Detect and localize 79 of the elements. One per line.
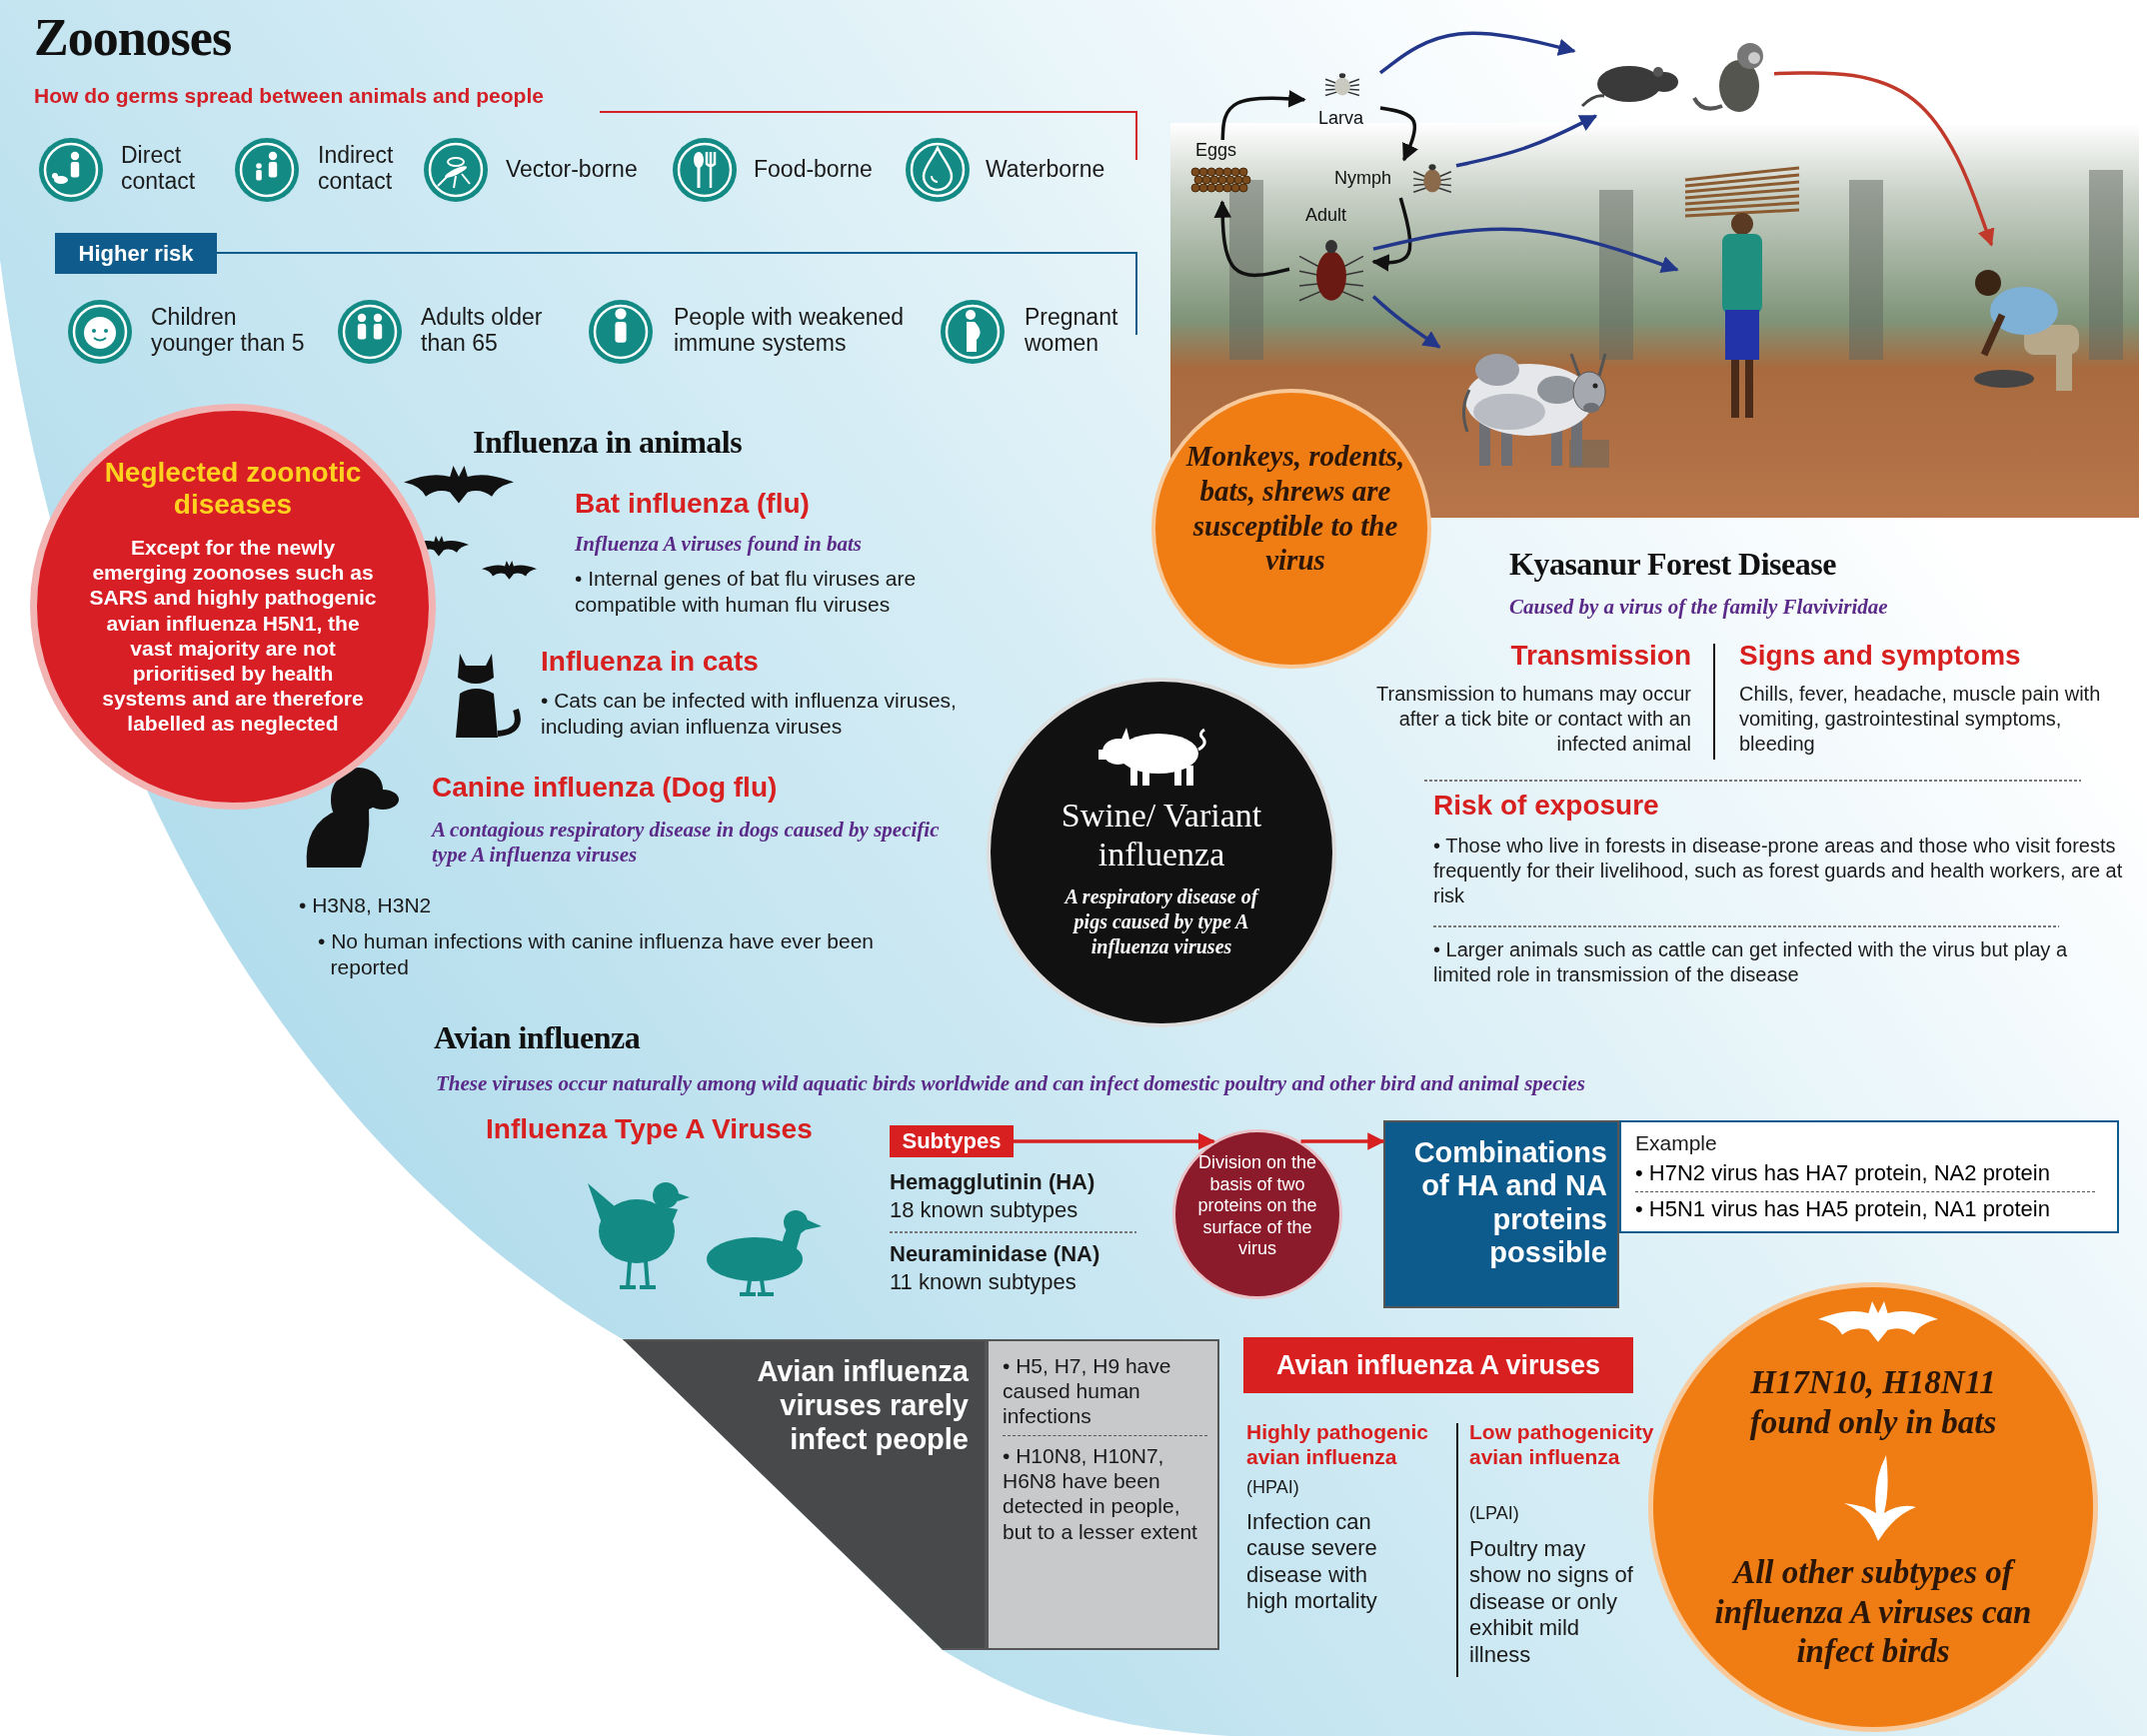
info-panel [987, 1339, 1219, 1650]
body-text: (LPAI) [1469, 1503, 1519, 1524]
subheading: Influenza Type A Viruses [486, 1113, 813, 1145]
list-item: • H5, H7, H9 have caused human infections [1003, 1353, 1172, 1429]
body-text: Transmission to humans may occur after a tick bite or contact with an infected animal [1376, 682, 1691, 757]
body-text: • Internal genes of bat flu viruses are compatible with human flu viruses [575, 566, 918, 619]
stage-label: Eggs [1195, 140, 1237, 161]
stage-label: Nymph [1334, 168, 1391, 189]
icon-caption: Food-borne [754, 156, 873, 183]
body-text: Hemagglutinin (HA) [890, 1169, 1095, 1195]
arrow [1773, 71, 1995, 247]
section-heading: Kyasanur Forest Disease [1509, 546, 1836, 583]
icon-caption: People with weakened immune systems [674, 304, 906, 357]
subtitle: How do germs spread between animals and people [34, 84, 544, 108]
arrow [1220, 90, 1306, 141]
body-text: • H3N8, H3N2 [299, 892, 432, 918]
arrow [1372, 227, 1679, 273]
example-panel [1619, 1120, 2119, 1233]
arrow [1378, 31, 1576, 75]
arrow [1379, 106, 1419, 162]
list-item: • H10N8, H10N7, H6N8 have been detected in people, but to a lesser extent [1003, 1443, 1198, 1544]
section-heading: Influenza in animals [473, 424, 743, 461]
panel-text: Avian influenza viruses rarely infect people [756, 1355, 969, 1457]
title: Zoonoses [34, 8, 232, 67]
body-text: Chills, fever, headache, muscle pain with vomiting, gastrointestinal symptoms, bleeding [1739, 682, 2102, 757]
body-text: • Cats can be infected with influenza viruses, including avian influenza viruses [541, 688, 958, 741]
section-tag: Higher risk [55, 233, 217, 274]
body-text: Neuraminidase (NA) [890, 1241, 1100, 1267]
subheading: Signs and symptoms [1739, 640, 2021, 672]
panel-heading: Example [1635, 1130, 1718, 1156]
arrow [1300, 1132, 1385, 1150]
arrow [1371, 295, 1441, 349]
panel-text: Combinations of HA and NA proteins possible [1412, 1136, 1607, 1270]
icon-caption: Direct contact [121, 142, 197, 195]
description-text: A contagious respiratory disease in dogs caused by specific type A influenza viruses [432, 818, 941, 868]
circle-text: A respiratory disease of pigs caused by type A influenza viruses [1063, 884, 1260, 959]
icon-caption: Children younger than 5 [151, 304, 306, 357]
subheading: Low pathogenicity avian influenza [1469, 1419, 1654, 1470]
info-panel [1383, 1120, 1619, 1308]
circle-heading: Neglected zoonotic diseases [103, 457, 363, 522]
body-text: Infection can cause severe disease with high mortality [1246, 1509, 1378, 1615]
subheading: Bat influenza (flu) [575, 488, 810, 520]
icon-caption: Vector-borne [506, 156, 638, 183]
description-text: These viruses occur naturally among wild aquatic birds worldwide and can infect domestic poultry and other bird and animal species [436, 1071, 1585, 1096]
subheading: Highly pathogenic avian influenza [1246, 1419, 1429, 1470]
subheading: Canine influenza (Dog flu) [432, 772, 778, 804]
body-text: • No human infections with canine influenza have ever been reported [318, 928, 876, 981]
circle-text: H17N10, H18N11 found only in bats [1748, 1363, 1998, 1442]
arrow [1455, 114, 1598, 168]
circle-text: Division on the basis of two proteins on the surface of the virus [1196, 1152, 1318, 1260]
body-text: 11 known subtypes [890, 1269, 1076, 1296]
body-text: (HPAI) [1246, 1477, 1299, 1498]
subheading: Transmission [1509, 640, 1691, 672]
body-text: 18 known subtypes [890, 1197, 1078, 1224]
icon-caption: Waterborne [986, 156, 1105, 183]
subheading: Influenza in cats [541, 646, 759, 678]
body-text: • Larger animals such as cattle can get infected with the virus but play a limited role in transmission of the disease [1433, 937, 2068, 987]
circle-text: Monkeys, rodents, bats, shrews are susceptible to the virus [1184, 439, 1406, 579]
section-tag: Subtypes [890, 1125, 1014, 1157]
stage-label: Adult [1305, 205, 1347, 226]
arrow [1213, 200, 1290, 278]
subheading: Risk of exposure [1433, 790, 1659, 822]
description-text: Influenza A viruses found in bats [575, 532, 862, 557]
arrow [1371, 197, 1412, 272]
arrow [1014, 1132, 1216, 1150]
header-banner: Avian influenza A viruses [1243, 1337, 1633, 1393]
circle-heading: Swine/ Variant influenza [1060, 796, 1263, 874]
description-text: Caused by a virus of the family Flaviviridae [1509, 595, 1888, 620]
body-text: • Those who live in forests in disease-prone areas and those who visit forests frequently for their livelihood, such as forest guards and health workers, are at risk [1433, 834, 2123, 908]
list-item: • H7N2 virus has HA7 protein, NA2 protein [1635, 1160, 2051, 1187]
body-text: Poultry may show no signs of disease or only exhibit mild illness [1469, 1536, 1634, 1668]
icon-caption: Pregnant women [1025, 304, 1119, 357]
section-heading: Avian influenza [434, 1019, 641, 1056]
circle-text: All other subtypes of influenza A viruses can infect birds [1713, 1553, 2033, 1672]
icon-caption: Adults older than 65 [421, 304, 544, 357]
icon-caption: Indirect contact [318, 142, 395, 195]
stage-label: Larva [1318, 108, 1364, 129]
list-item: • H5N1 virus has HA5 protein, NA1 protein [1635, 1196, 2051, 1223]
circle-text: Except for the newly emerging zoonoses such as SARS and highly pathogenic avian influenza H5N1, the vast majority are not prioritised by health systems and are therefore labelled as neglected [88, 535, 378, 737]
